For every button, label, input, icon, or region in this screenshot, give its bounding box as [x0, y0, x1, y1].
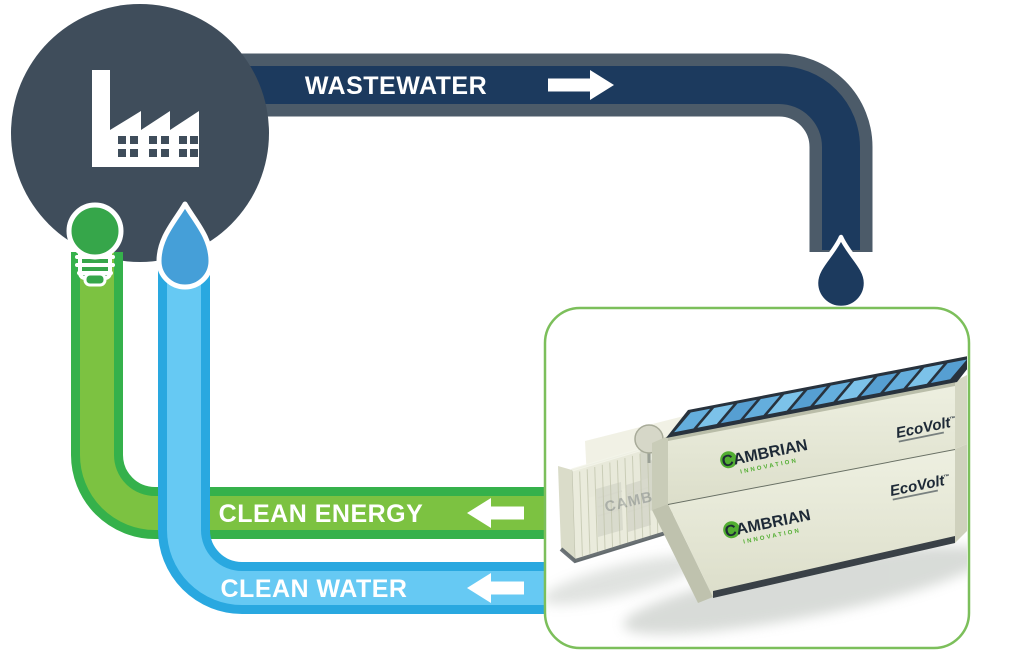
container-shadow — [547, 555, 702, 605]
container-rib — [580, 471, 583, 556]
roof-panel — [860, 372, 897, 397]
upper-unit-front-face — [668, 381, 955, 504]
small-container-end-wall — [558, 466, 575, 562]
upper-unit-end-face — [652, 436, 668, 510]
clean-water-pipe — [158, 252, 549, 614]
small-container-base — [559, 529, 673, 564]
container-rib — [640, 454, 643, 539]
roof-panel — [767, 390, 804, 415]
container-rib — [625, 458, 628, 543]
left-arrow-icon — [467, 573, 524, 603]
product-illustration: CAMBRIAN — [547, 354, 967, 635]
roof-panel — [907, 364, 944, 388]
lightbulb-icon — [66, 202, 124, 287]
factory-icon — [92, 70, 199, 167]
cambrian-globe-icon — [720, 451, 738, 469]
left-arrow-icon — [467, 498, 524, 528]
container-rib — [632, 456, 635, 541]
roof-panel — [674, 408, 711, 433]
clean-energy-pipe-core — [80, 252, 549, 530]
roof-panel — [697, 404, 734, 428]
container-rib — [602, 465, 605, 550]
roof-panel — [884, 368, 921, 392]
roof-panel — [790, 386, 827, 410]
roof-panel — [814, 381, 851, 406]
ecovolt-tagline-bar — [898, 431, 945, 443]
roof-panel — [837, 377, 874, 401]
container-rib — [648, 451, 651, 536]
right-arrow-icon — [548, 70, 614, 100]
roof-panel — [744, 395, 781, 419]
container-rib — [595, 467, 598, 552]
water-drop-icon — [156, 201, 214, 290]
lower-unit-end-face — [652, 504, 713, 603]
lower-unit-base-rail — [713, 536, 955, 598]
container-shadow — [623, 545, 967, 635]
wastewater-pipe — [150, 53, 873, 252]
roof-panel — [720, 399, 757, 424]
wastewater-label: WASTEWATER — [305, 72, 487, 100]
cambrian-globe-icon — [723, 521, 741, 539]
container-rib — [617, 460, 620, 545]
upper-unit-right-face — [955, 375, 967, 449]
clean-water-label: CLEAN WATER — [221, 575, 408, 603]
roof-panel — [930, 359, 967, 384]
ecovolt-container-large: CAMBRIAN INNOVATION EcoVolt™ CAMBRIAN IN… — [652, 354, 967, 603]
wastewater-pipe-core — [150, 66, 860, 250]
clean-energy-label: CLEAN ENERGY — [219, 500, 424, 528]
lower-unit-front-face — [668, 449, 955, 597]
ecovolt-tagline-bar — [892, 489, 939, 501]
container-rib — [610, 463, 613, 548]
container-rib — [587, 469, 590, 554]
lower-unit-right-face — [955, 444, 967, 543]
clean-water-pipe-core — [167, 252, 549, 605]
bulb-threads — [75, 255, 115, 275]
roof-panel-grid — [674, 359, 967, 433]
clean-energy-pipe — [71, 252, 549, 539]
factory-windows — [118, 136, 198, 157]
